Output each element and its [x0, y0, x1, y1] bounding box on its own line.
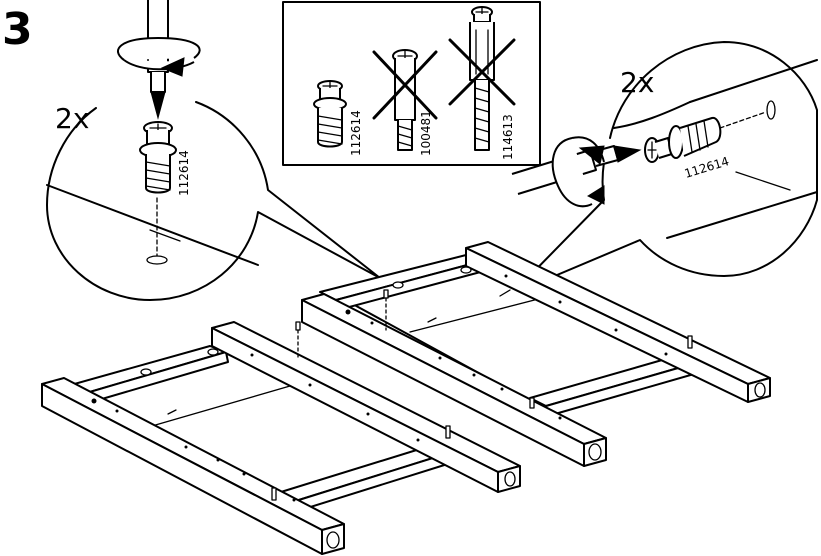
cam-screw-insert-front	[295, 321, 301, 331]
front-frame	[41, 321, 521, 555]
part-112614	[313, 80, 347, 148]
part-number-114613: 114613	[501, 114, 515, 160]
parts-box: 112614 100481 114613	[282, 1, 541, 166]
pre-drilled-hole-right	[766, 100, 776, 120]
parts-box-frame	[282, 1, 541, 166]
cam-screw-insert-back	[383, 289, 389, 299]
back-frame	[301, 241, 771, 467]
surface-edge-line	[46, 184, 259, 266]
cam-screw-112614-left	[139, 121, 177, 194]
pre-drilled-hole	[146, 255, 168, 265]
cross-out-icon-2	[448, 38, 516, 106]
cross-out-icon	[372, 50, 438, 120]
rotate-clockwise-icon-right	[551, 136, 605, 208]
step-number: 3	[2, 4, 33, 55]
part-number-112614: 112614	[349, 110, 363, 156]
part-100481	[392, 49, 418, 151]
callout-left-part-number: 112614	[177, 150, 191, 196]
surface-edge-line-right	[666, 191, 818, 239]
callout-left-quantity: 2x	[55, 102, 89, 135]
part-number-100481: 100481	[419, 110, 433, 156]
callout-left: 2x 112614	[46, 0, 381, 301]
callout-right-bubble	[511, 41, 818, 295]
cam-screw-112614-right	[644, 116, 722, 163]
rotate-clockwise-icon	[117, 37, 201, 77]
callout-right-part-number: 112614	[683, 154, 731, 181]
callout-right-quantity: 2x	[620, 66, 654, 99]
callout-right: 2x 112614	[511, 41, 818, 295]
